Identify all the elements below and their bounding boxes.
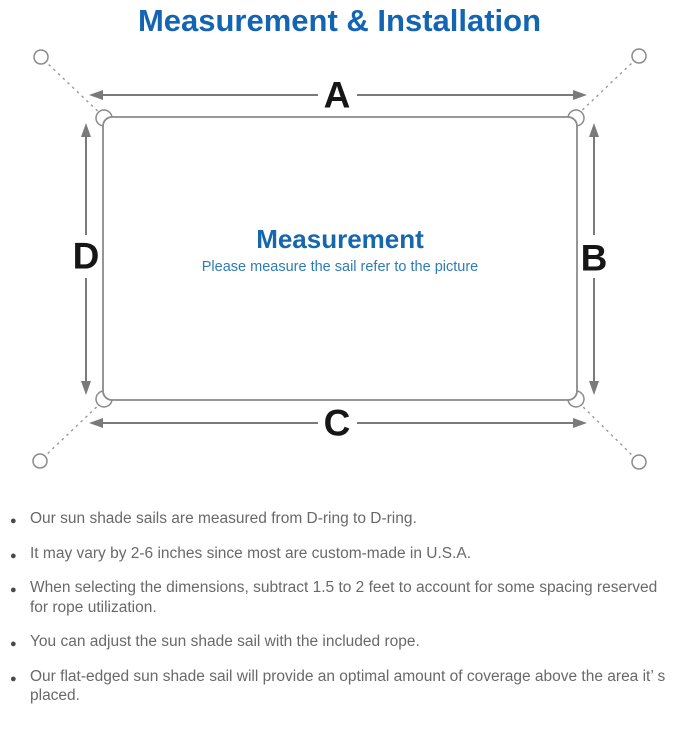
- arrowhead-a-right: [573, 90, 587, 100]
- note-item-adjust-rope: ● You can adjust the sun shade sail with…: [8, 632, 669, 652]
- anchor-point-top-right: [631, 48, 647, 64]
- notes-list: ● Our sun shade sails are measured from …: [0, 493, 679, 706]
- arrowhead-b-bottom: [589, 381, 599, 395]
- dashed-rope-bottom-right: [573, 397, 637, 460]
- bullet-icon: ●: [10, 638, 17, 650]
- anchor-point-bottom-left: [32, 453, 48, 469]
- dashed-rope-top-left: [43, 59, 107, 120]
- dimension-label-b: B: [581, 238, 608, 279]
- anchor-point-bottom-right: [631, 454, 647, 470]
- sail-rectangle: [102, 116, 578, 401]
- diagram-subtitle: Please measure the sail refer to the pic…: [202, 259, 478, 275]
- note-item-vary-inches: ● It may vary by 2-6 inches since most a…: [8, 544, 669, 564]
- note-item-measured-dring: ● Our sun shade sails are measured from …: [8, 509, 669, 529]
- anchor-point-top-left: [33, 49, 49, 65]
- note-item-coverage: ● Our flat-edged sun shade sail will pro…: [8, 667, 669, 706]
- bullet-icon: ●: [10, 515, 17, 527]
- arrowhead-d-top: [81, 123, 91, 137]
- note-text: Our sun shade sails are measured from D-…: [30, 510, 417, 527]
- dimension-label-d: D: [73, 236, 100, 277]
- note-text: When selecting the dimensions, subtract …: [30, 579, 658, 616]
- dimension-label-a: A: [324, 75, 351, 116]
- arrowhead-a-left: [89, 90, 103, 100]
- bullet-icon: ●: [10, 584, 17, 596]
- arrowhead-d-bottom: [81, 381, 91, 395]
- bullet-icon: ●: [10, 549, 17, 562]
- dashed-rope-bottom-left: [42, 397, 107, 459]
- arrowhead-c-left: [89, 418, 103, 428]
- measurement-diagram: A C D B Measurement Please measure the s…: [32, 48, 647, 470]
- note-text: You can adjust the sun shade sail with t…: [30, 633, 420, 650]
- arrowhead-b-top: [589, 123, 599, 137]
- note-item-subtract-feet: ● When selecting the dimensions, subtrac…: [8, 578, 669, 617]
- page-title: Measurement & Installation: [137, 3, 542, 38]
- dimension-label-c: C: [324, 403, 351, 444]
- arrowhead-c-right: [573, 418, 587, 428]
- bullet-icon: ●: [10, 672, 17, 685]
- note-text: It may vary by 2-6 inches since most are…: [30, 544, 472, 562]
- dashed-rope-top-right: [573, 58, 637, 119]
- note-text: Our flat-edged sun shade sail will provi…: [30, 667, 666, 705]
- diagram-heading: Measurement: [256, 224, 424, 254]
